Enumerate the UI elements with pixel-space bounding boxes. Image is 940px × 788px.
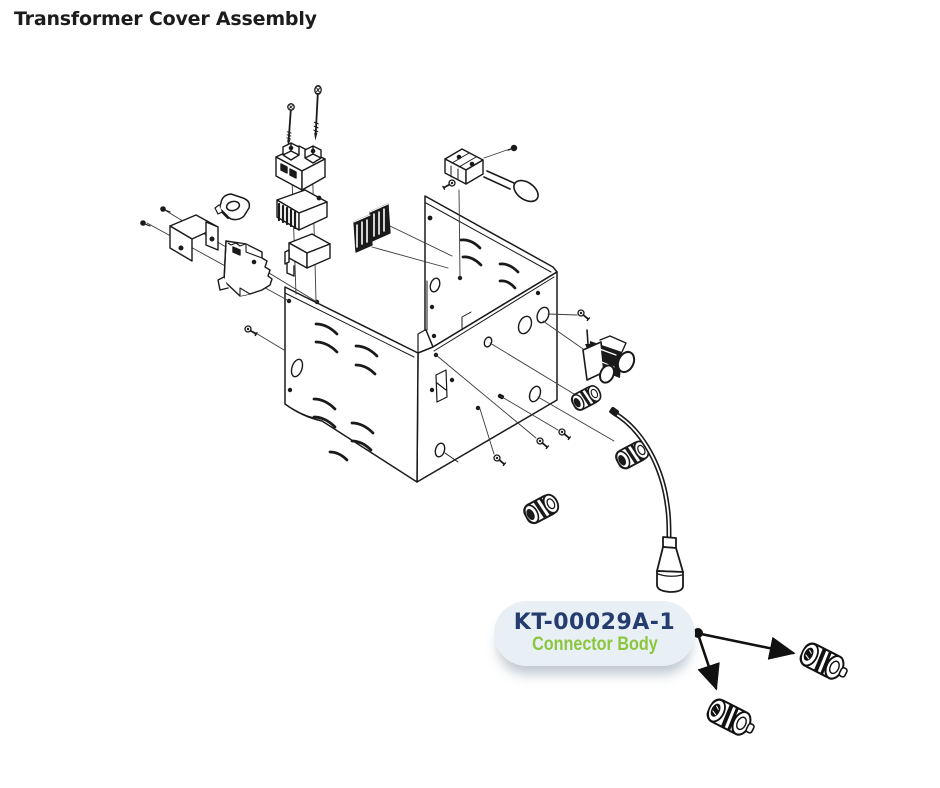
solenoid-part <box>582 335 636 384</box>
part-name-label: Connector Body <box>531 634 658 656</box>
connector-part <box>568 382 605 413</box>
cover-bracket-part <box>284 233 331 277</box>
switch-block-part <box>444 148 484 185</box>
cover-left-face <box>284 286 419 483</box>
strain-relief-cone-part <box>656 536 684 593</box>
screw-icon <box>242 323 259 338</box>
relay-part <box>217 240 273 297</box>
callout-arrows <box>693 628 796 691</box>
screw-icon <box>310 84 323 142</box>
screw-icon <box>284 102 296 148</box>
louver-slots <box>312 238 520 462</box>
cover-right-face <box>416 271 558 483</box>
grommet-clamp-part <box>214 193 251 221</box>
screw-icon <box>534 435 551 451</box>
terminal-block-part <box>275 142 326 191</box>
transformer-lamination-part <box>276 189 328 231</box>
page-title: Transformer Cover Assembly <box>14 8 317 30</box>
connector-body-part <box>796 639 853 685</box>
connector-body-part <box>703 695 760 741</box>
screw-icon <box>556 426 573 442</box>
terminal-strip-part <box>353 203 391 253</box>
switch-screw-icon <box>507 144 518 152</box>
connector-part <box>520 490 563 527</box>
screw-icon <box>575 307 592 323</box>
part-callout: KT-00029A-1 Connector Body <box>494 601 695 666</box>
bracket-screw-icon <box>140 206 171 227</box>
wire-loop-part <box>483 170 539 203</box>
cover-holes <box>290 277 550 463</box>
screw-icon <box>441 178 457 192</box>
cover-body <box>284 195 558 483</box>
mount-bracket-part <box>169 214 219 262</box>
screw-icon <box>491 452 508 468</box>
part-number-label: KT-00029A-1 <box>513 610 676 636</box>
cable-part <box>609 407 672 540</box>
